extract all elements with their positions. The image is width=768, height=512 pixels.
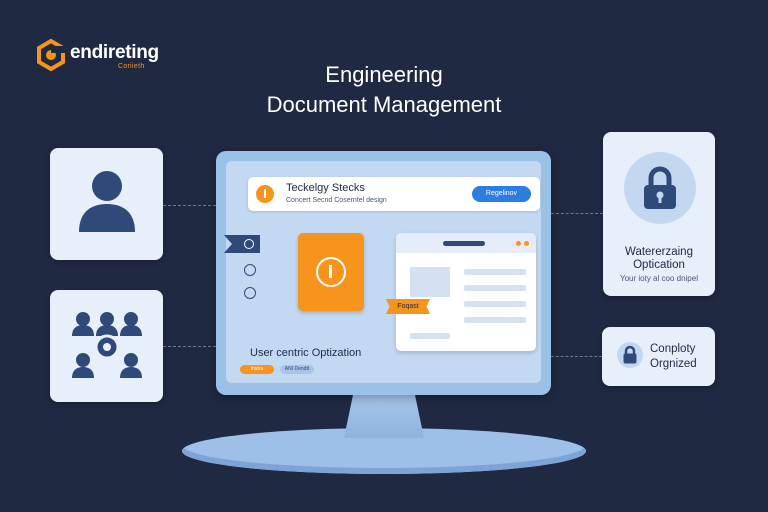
- browser-window[interactable]: Foqast: [386, 233, 536, 351]
- info-icon: [256, 185, 274, 203]
- connector-line: [163, 205, 216, 206]
- brand-logo: endireting Coriieth: [34, 38, 184, 74]
- user-card[interactable]: [50, 148, 163, 260]
- panel-subtitle: Concert Secnd Coserntel design: [286, 197, 387, 204]
- search-panel[interactable]: Teckelgy Stecks Concert Secnd Coserntel …: [248, 177, 540, 211]
- brand-subtitle: Coriieth: [118, 63, 145, 70]
- user-icon: [79, 171, 135, 232]
- text-line: [464, 269, 526, 275]
- document-card[interactable]: [298, 233, 364, 311]
- image-placeholder: [410, 267, 450, 297]
- browser-url-bar: [443, 241, 485, 246]
- small-lock-icon: [617, 342, 643, 368]
- refresh-icon[interactable]: [244, 287, 256, 299]
- connector-line: [551, 356, 602, 357]
- window-control-icon[interactable]: [516, 241, 521, 246]
- lock-icon: [644, 166, 676, 209]
- lock-badge: [624, 152, 696, 224]
- organized-card-text: Conploty Orgnized: [650, 343, 697, 370]
- text-line: [464, 317, 526, 323]
- forecast-tag[interactable]: Foqast: [386, 299, 430, 314]
- security-card-title: Watererzaing Optication: [625, 246, 693, 271]
- page-title: Engineering Document Management: [234, 60, 534, 120]
- title-line-1: Engineering: [325, 62, 443, 87]
- search-icon: [244, 239, 254, 249]
- text-line: [410, 333, 450, 339]
- logo-mark-icon: [37, 38, 65, 72]
- text-line: [464, 301, 526, 307]
- panel-title: Teckelgy Stecks: [286, 182, 365, 194]
- title-line-2: Document Management: [266, 92, 502, 117]
- organized-card[interactable]: Conploty Orgnized: [602, 327, 715, 386]
- tag-pill[interactable]: ANI Dendtt: [280, 365, 314, 374]
- team-icon: [72, 312, 142, 378]
- connector-line: [163, 346, 216, 347]
- monitor-screen: Teckelgy Stecks Concert Secnd Coserntel …: [224, 161, 541, 383]
- search-flag[interactable]: [224, 235, 260, 253]
- connector-line: [551, 213, 603, 214]
- document-icon: [316, 257, 346, 287]
- window-control-icon[interactable]: [524, 241, 529, 246]
- text-line: [464, 285, 526, 291]
- optimization-heading: User centric Optization: [250, 347, 362, 359]
- security-card[interactable]: Watererzaing Optication Your ioty al coo…: [603, 132, 715, 296]
- brand-name: endireting: [70, 42, 159, 63]
- tag-pill[interactable]: Instra: [240, 365, 274, 374]
- monitor: Teckelgy Stecks Concert Secnd Coserntel …: [216, 151, 551, 395]
- register-button[interactable]: Regelinov: [472, 186, 531, 202]
- security-card-subtitle: Your ioty al coo dnipel: [620, 274, 698, 283]
- settings-icon[interactable]: [244, 264, 256, 276]
- monitor-neck: [344, 392, 424, 438]
- team-card[interactable]: [50, 290, 163, 402]
